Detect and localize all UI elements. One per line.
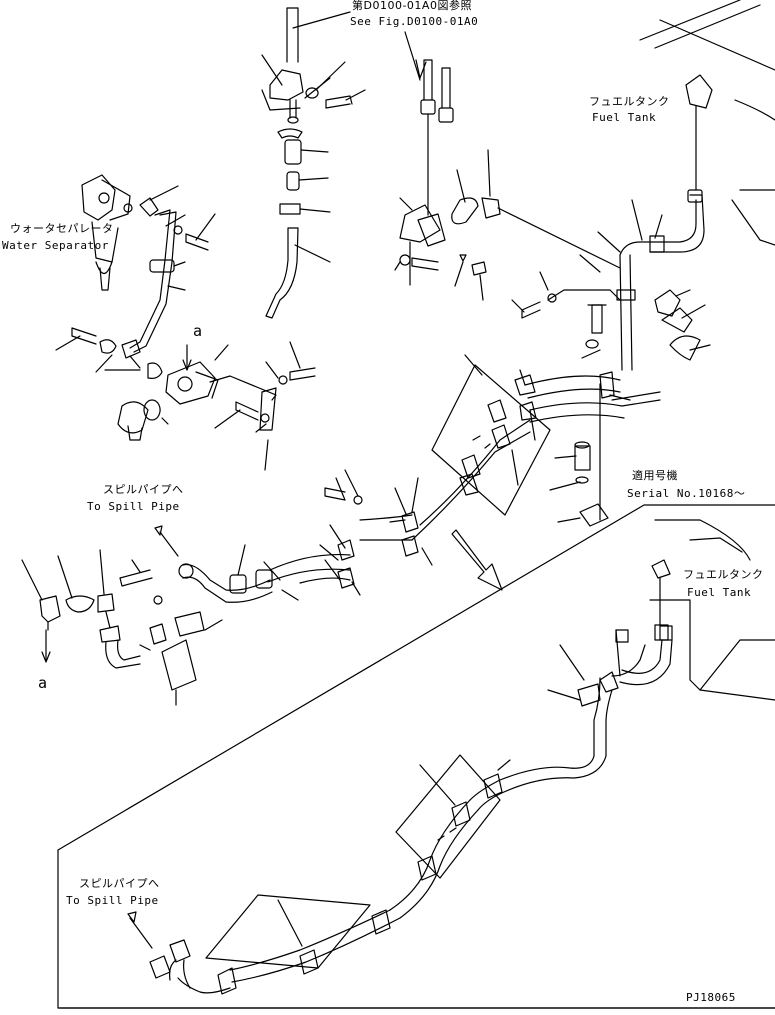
fuel-tank-label-en-lower: Fuel Tank xyxy=(687,586,752,599)
spill-pipe-label-jp-upper: スピルパイプへ xyxy=(103,483,184,496)
detail-frame xyxy=(57,504,775,1009)
valve-bracket xyxy=(394,149,621,301)
detail-arrow xyxy=(451,529,503,591)
leader-lines xyxy=(319,199,663,596)
see-fig-label-en: See Fig.D0100-01A0 xyxy=(350,15,479,28)
serial-label-jp: 適用号機 xyxy=(632,469,678,482)
water-separator-label-en: Water Separator xyxy=(2,239,109,252)
fuel-tank-label-en-upper: Fuel Tank xyxy=(592,111,657,124)
drawing-code: PJ18065 xyxy=(686,991,736,1004)
spill-pipe-label-en-upper: To Spill Pipe xyxy=(87,500,180,513)
fuel-tank-label-jp-upper: フュエルタンク xyxy=(589,95,670,108)
top-pipe-assembly xyxy=(261,7,366,319)
see-fig-label-jp: 第D0100-01A0図参照 xyxy=(352,0,472,12)
injection-lines xyxy=(404,31,454,216)
fitting-a xyxy=(117,341,316,471)
spill-pipe-hose xyxy=(99,525,299,706)
water-separator-label-jp: ウォータセパレータ xyxy=(10,222,114,235)
lower-hose-run xyxy=(127,754,607,995)
water-separator xyxy=(81,174,216,291)
serial-label-en: Serial No.10168～ xyxy=(627,487,746,500)
marker-a-bottom: a xyxy=(38,674,48,692)
marker-a-top: a xyxy=(193,322,203,340)
fuel-tank-lower xyxy=(547,519,775,757)
fuel-tank-upper xyxy=(616,0,775,371)
main-hoses xyxy=(267,271,661,589)
fuel-tank-label-jp-lower: フュエルタンク xyxy=(683,568,764,581)
spill-pipe-label-jp-lower: スピルパイプへ xyxy=(79,877,160,890)
left-fittings xyxy=(21,549,115,663)
spill-pipe-label-en-lower: To Spill Pipe xyxy=(66,894,159,907)
separator-pipe xyxy=(55,209,186,379)
